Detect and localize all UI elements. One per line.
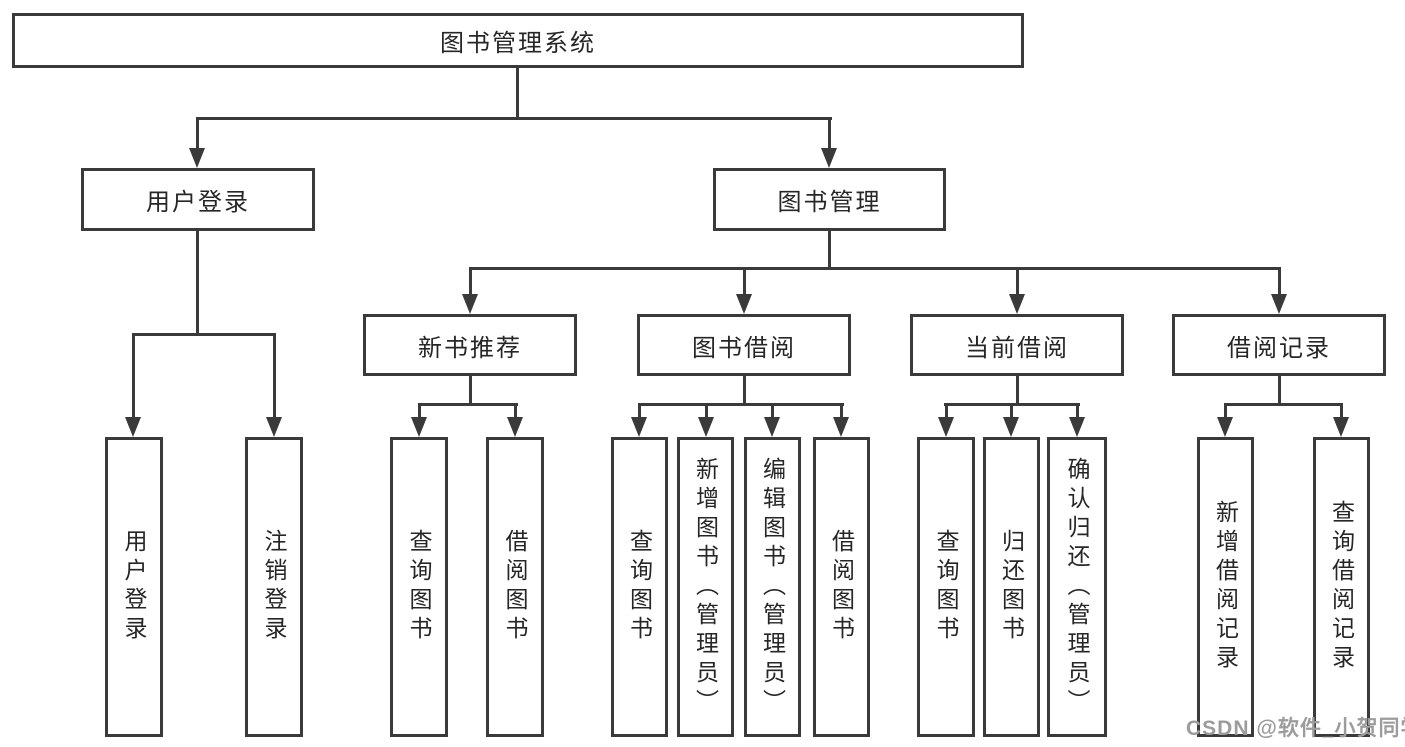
connector-line [1016, 267, 1019, 295]
connector-line [469, 267, 472, 295]
leaf-edit-book-admin: 编辑图书（管理员） [744, 437, 801, 737]
connector-line [273, 333, 276, 418]
connector-new-book-split [418, 403, 518, 406]
connector-line [840, 403, 843, 419]
connector-book-borrow-stem [743, 376, 746, 405]
connector-book-mgmt-split [469, 267, 1281, 270]
arrow-down-icon [125, 417, 141, 437]
leaf-user-login: 用户登录 [105, 437, 163, 737]
leaf-query-borrow-record: 查询借阅记录 [1313, 437, 1370, 737]
arrow-down-icon [507, 417, 523, 437]
connector-line [514, 403, 517, 419]
arrow-down-icon [266, 417, 282, 437]
leaf-borrow-book-1: 借阅图书 [486, 437, 544, 737]
connector-line [828, 117, 831, 149]
node-current-borrow: 当前借阅 [910, 314, 1124, 376]
leaf-add-borrow-record: 新增借阅记录 [1197, 437, 1254, 737]
arrow-down-icon [833, 417, 849, 437]
arrow-down-icon [1217, 417, 1233, 437]
connector-line [196, 117, 199, 149]
node-user-login: 用户登录 [81, 168, 315, 231]
leaf-return-book: 归还图书 [983, 437, 1040, 737]
arrow-down-icon [1333, 417, 1349, 437]
connector-user-login-split [132, 333, 276, 336]
connector-line [1340, 403, 1343, 419]
watermark: CSDN @软件_小贺同学 [1186, 717, 1405, 740]
connector-line [945, 403, 948, 419]
connector-new-book-stem [469, 376, 472, 405]
arrow-down-icon [411, 417, 427, 437]
node-root: 图书管理系统 [12, 13, 1024, 68]
node-borrow-record: 借阅记录 [1172, 314, 1386, 376]
arrow-down-icon [1003, 417, 1019, 437]
connector-user-login-stem [196, 231, 199, 336]
node-new-book-recommend: 新书推荐 [363, 314, 577, 376]
connector-book-mgmt-stem [828, 231, 831, 269]
arrow-down-icon [189, 148, 205, 168]
arrow-down-icon [698, 417, 714, 437]
arrow-down-icon [1069, 417, 1085, 437]
connector-root-split [196, 117, 832, 120]
connector-line [1076, 403, 1079, 419]
leaf-add-book-admin: 新增图书（管理员） [677, 437, 734, 737]
arrow-down-icon [1009, 294, 1025, 314]
connector-root-stem [516, 68, 519, 118]
connector-line [1278, 267, 1281, 295]
connector-borrow-record-split [1224, 403, 1343, 406]
connector-borrow-record-stem [1278, 376, 1281, 405]
leaf-borrow-book-2: 借阅图书 [813, 437, 870, 737]
node-book-borrow: 图书借阅 [637, 314, 851, 376]
leaf-query-book-2: 查询图书 [611, 437, 668, 737]
leaf-logout: 注销登录 [245, 437, 303, 737]
node-book-management: 图书管理 [713, 168, 946, 231]
connector-line [418, 403, 421, 419]
connector-line [1010, 403, 1013, 419]
connector-current-borrow-stem [1016, 376, 1019, 405]
arrow-down-icon [821, 148, 837, 168]
connector-line [771, 403, 774, 419]
arrow-down-icon [1271, 294, 1287, 314]
arrow-down-icon [631, 417, 647, 437]
connector-line [1224, 403, 1227, 419]
leaf-confirm-return-admin: 确认归还（管理员） [1047, 437, 1107, 737]
connector-book-borrow-split [638, 403, 844, 406]
arrow-down-icon [938, 417, 954, 437]
leaf-query-book-3: 查询图书 [917, 437, 975, 737]
connector-line [132, 333, 135, 418]
arrow-down-icon [764, 417, 780, 437]
connector-line [705, 403, 708, 419]
connector-line [743, 267, 746, 295]
arrow-down-icon [736, 294, 752, 314]
leaf-query-book-1: 查询图书 [390, 437, 448, 737]
arrow-down-icon [462, 294, 478, 314]
connector-line [638, 403, 641, 419]
